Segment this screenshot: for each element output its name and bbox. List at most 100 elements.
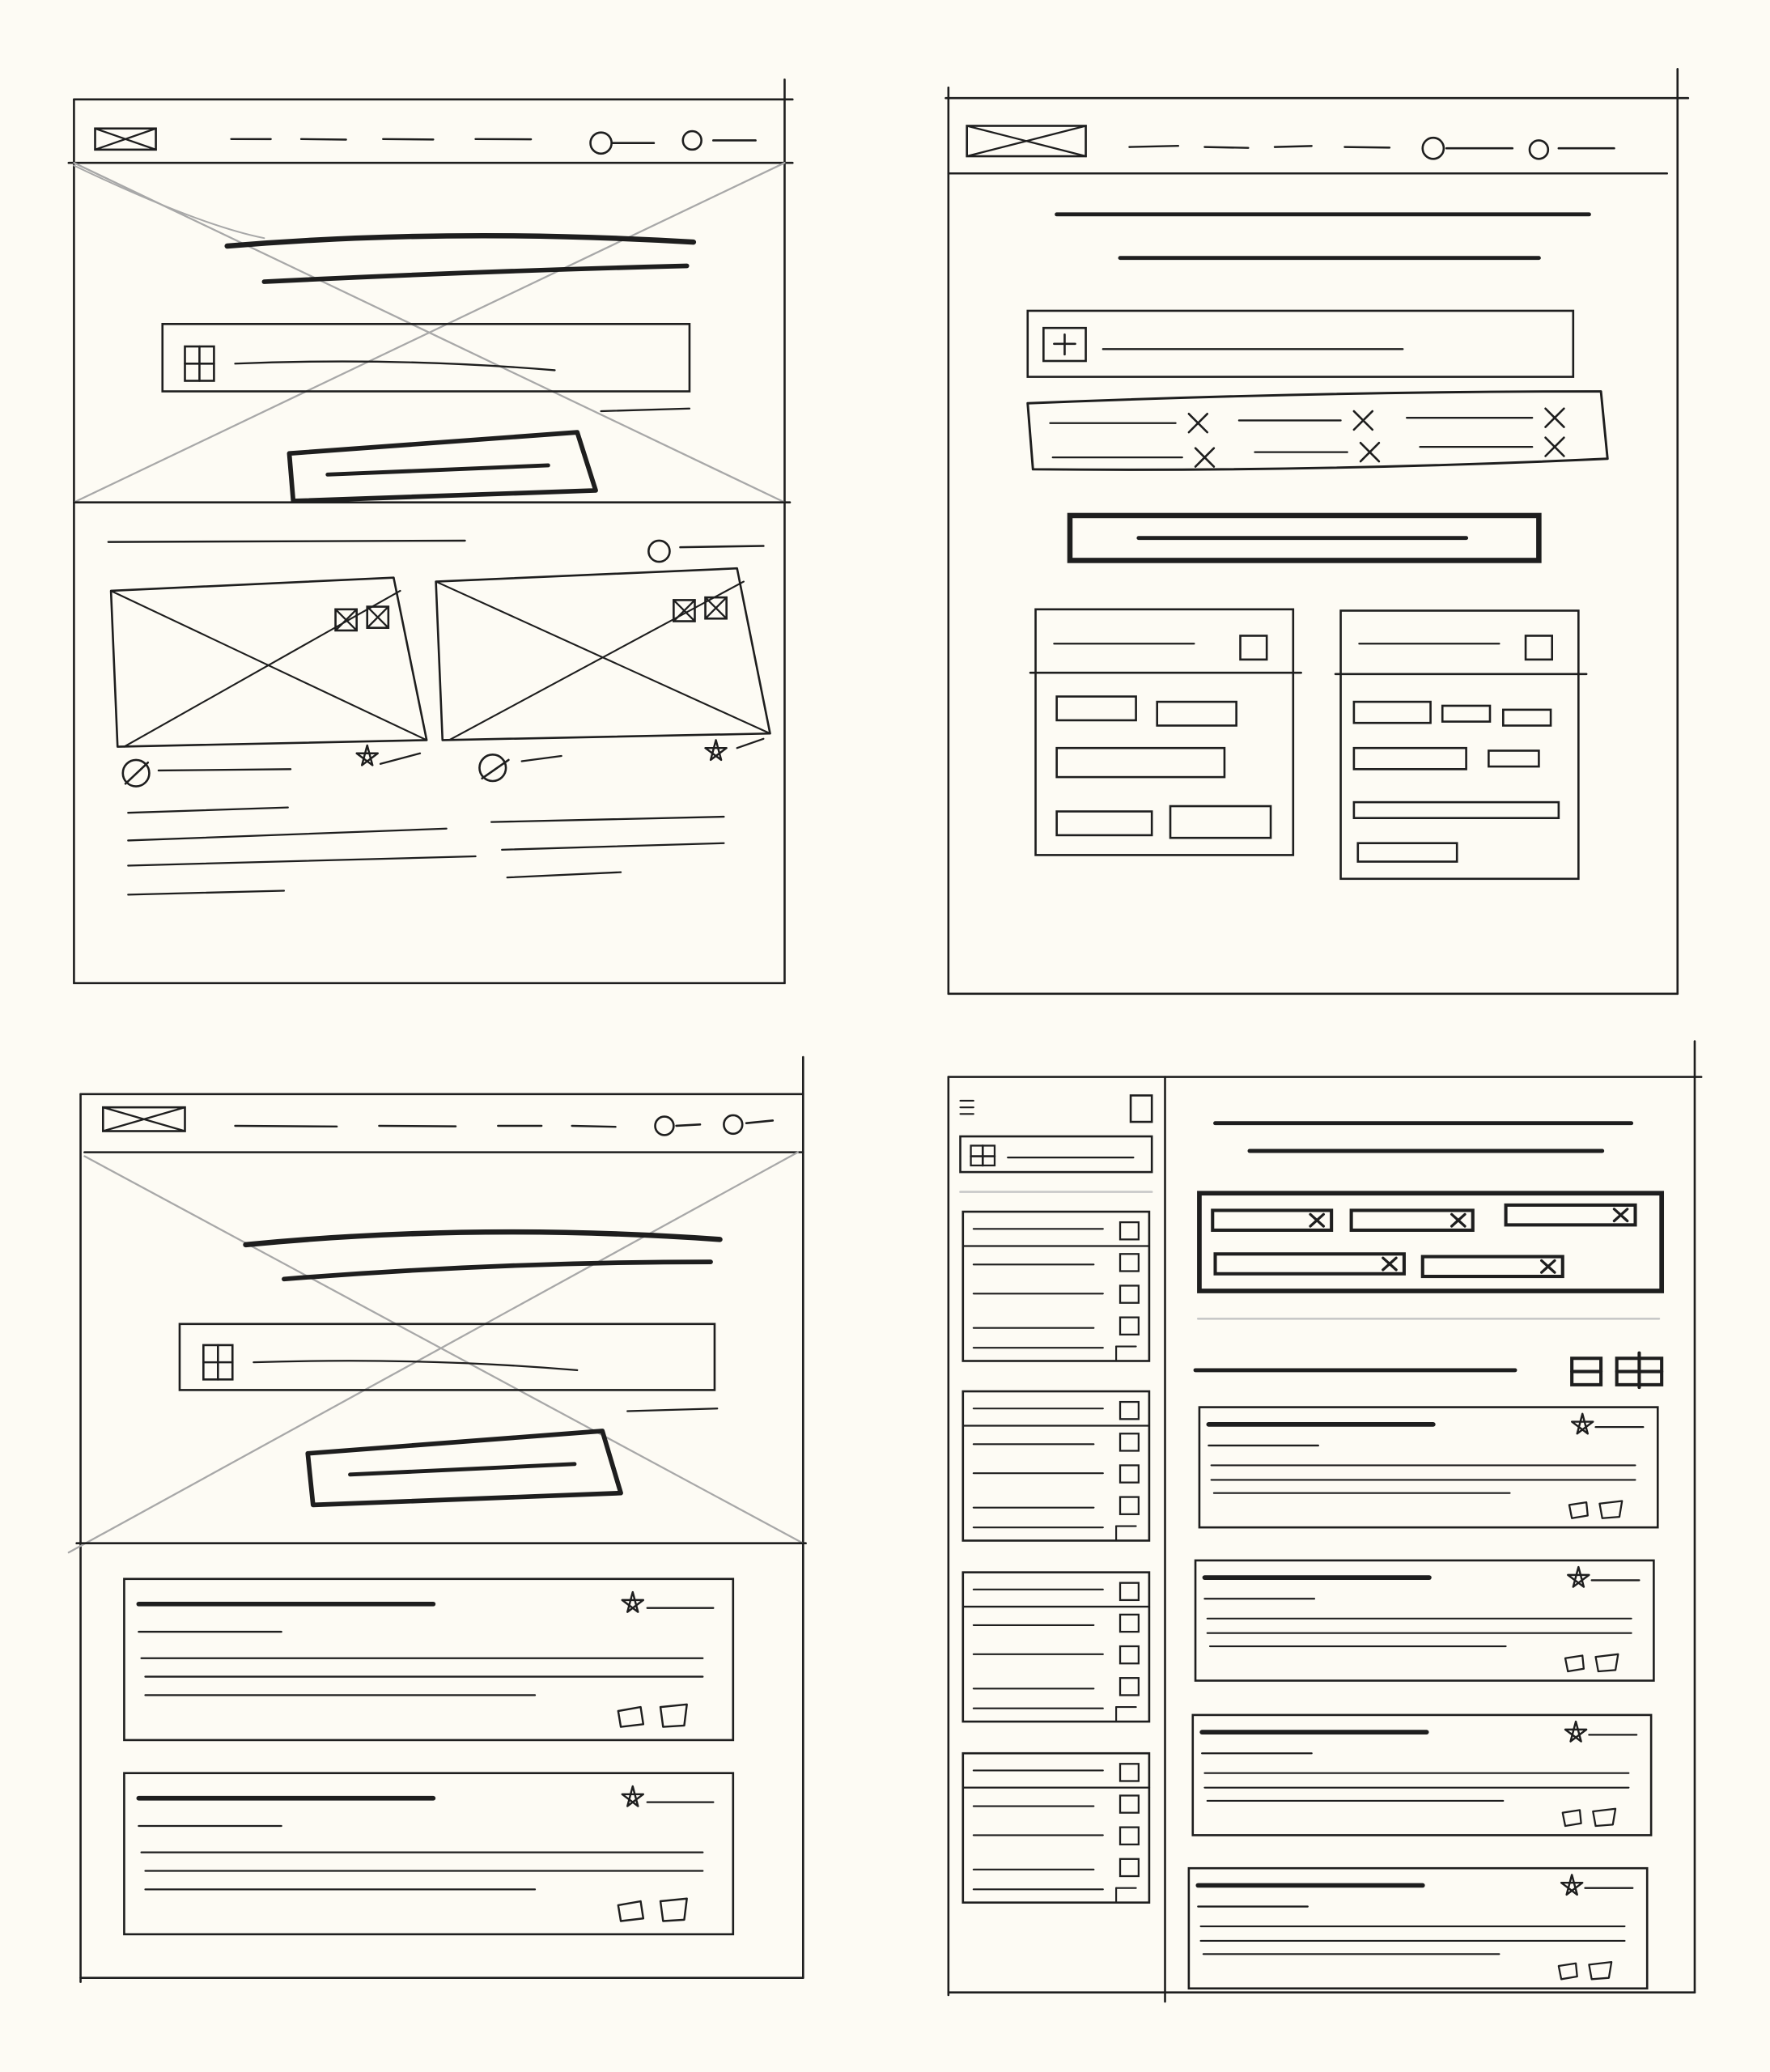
share-icon	[660, 1899, 687, 1921]
body-text-line	[491, 817, 724, 822]
wireframe-landing-list	[69, 1057, 806, 1981]
sketch-line	[746, 1120, 773, 1123]
checkbox-icon	[1120, 1222, 1139, 1239]
attribute-field	[1057, 748, 1225, 777]
checkbox-icon	[1120, 1254, 1139, 1271]
search-placeholder-text	[253, 1361, 577, 1370]
user-icon	[1423, 138, 1444, 159]
nav-link	[1204, 147, 1248, 148]
nav-link	[236, 1126, 337, 1127]
star-icon	[1568, 1567, 1589, 1586]
user-icon	[1530, 140, 1548, 159]
search-input	[1028, 311, 1573, 377]
wireframe-search-filters	[946, 69, 1688, 993]
hero-headline	[246, 1232, 720, 1245]
checkbox-icon	[1120, 1465, 1139, 1482]
cta-button-label	[350, 1464, 575, 1475]
star-icon	[622, 1786, 643, 1806]
helper-link	[627, 1408, 717, 1411]
sketch-line	[125, 762, 148, 783]
checkbox-icon	[1526, 635, 1552, 659]
body-text-line	[507, 873, 621, 878]
sketch-line	[737, 739, 764, 748]
user-icon	[656, 1117, 674, 1136]
nav-link	[379, 1126, 456, 1127]
share-icon	[1599, 1501, 1622, 1518]
filter-chip	[1212, 1210, 1331, 1229]
sketch-line	[677, 1124, 700, 1126]
attribute-field	[1170, 806, 1271, 838]
wireframe-sidebar-dashboard	[949, 1042, 1701, 2002]
nav-link	[301, 139, 346, 140]
star-icon	[706, 740, 727, 759]
nav-link	[383, 139, 433, 140]
user-icon	[591, 133, 612, 154]
body-text-line	[128, 808, 287, 813]
sketch-line	[681, 546, 764, 547]
attribute-field	[1354, 748, 1467, 769]
checkbox-icon	[1120, 1795, 1139, 1812]
search-input	[180, 1324, 715, 1391]
filter-chip	[1352, 1210, 1473, 1229]
user-icon	[648, 541, 669, 562]
hero-image-cross	[69, 1153, 798, 1553]
body-text-line	[502, 843, 724, 850]
nav-link	[1344, 147, 1389, 148]
checkbox-icon	[1120, 1615, 1139, 1632]
cta-button	[289, 432, 596, 501]
checkbox-icon	[1120, 1497, 1139, 1514]
attribute-field	[1358, 843, 1457, 862]
like-icon	[618, 1901, 643, 1921]
attribute-field	[1157, 702, 1237, 725]
checkbox-icon	[1120, 1402, 1139, 1419]
helper-link	[601, 409, 690, 411]
checkbox-icon	[1120, 1318, 1139, 1335]
results-card	[1341, 610, 1579, 878]
image-placeholder-cross	[449, 582, 744, 741]
like-icon	[618, 1707, 643, 1726]
section-title	[108, 541, 465, 542]
checkbox-icon	[1120, 1828, 1139, 1845]
wireframe-landing-gallery	[69, 79, 792, 983]
share-icon	[660, 1705, 687, 1727]
star-icon	[622, 1592, 643, 1611]
sketch-line	[522, 756, 562, 762]
star-icon	[1572, 1414, 1593, 1433]
filter-chip	[1506, 1205, 1636, 1225]
hero-headline	[227, 236, 694, 246]
hero-subheadline	[284, 1262, 711, 1279]
star-icon	[1561, 1875, 1582, 1894]
checkbox-icon	[1241, 635, 1267, 659]
attribute-field	[1354, 702, 1431, 723]
body-text-line	[128, 829, 446, 841]
body-text-line	[128, 890, 284, 894]
share-icon	[1596, 1654, 1619, 1671]
results-card	[1036, 609, 1293, 856]
user-icon	[683, 131, 702, 150]
attribute-field	[1488, 750, 1539, 766]
like-icon	[1569, 1502, 1588, 1518]
checkbox-icon	[1120, 1646, 1139, 1663]
like-icon	[1563, 1810, 1581, 1826]
cta-button-label	[328, 465, 549, 474]
nav-link	[572, 1126, 616, 1127]
attribute-field	[1442, 706, 1490, 722]
checkbox-icon	[1120, 1859, 1139, 1876]
share-icon	[1593, 1809, 1615, 1826]
sidebar-search-input	[961, 1136, 1152, 1172]
hero-subheadline	[264, 265, 686, 282]
star-icon	[1565, 1722, 1586, 1741]
sketch-line	[159, 769, 291, 771]
filter-chip	[1216, 1254, 1404, 1273]
attribute-field	[1057, 812, 1152, 835]
attribute-field	[1057, 697, 1136, 720]
attribute-field	[1354, 802, 1559, 818]
checkbox-icon	[1120, 1678, 1139, 1695]
body-text-line	[128, 856, 475, 865]
like-icon	[1565, 1655, 1584, 1671]
checkbox-icon	[1120, 1433, 1139, 1450]
like-icon	[1559, 1964, 1577, 1980]
user-icon	[724, 1115, 742, 1134]
checkbox-icon	[1120, 1285, 1139, 1302]
attribute-field	[1503, 710, 1551, 726]
